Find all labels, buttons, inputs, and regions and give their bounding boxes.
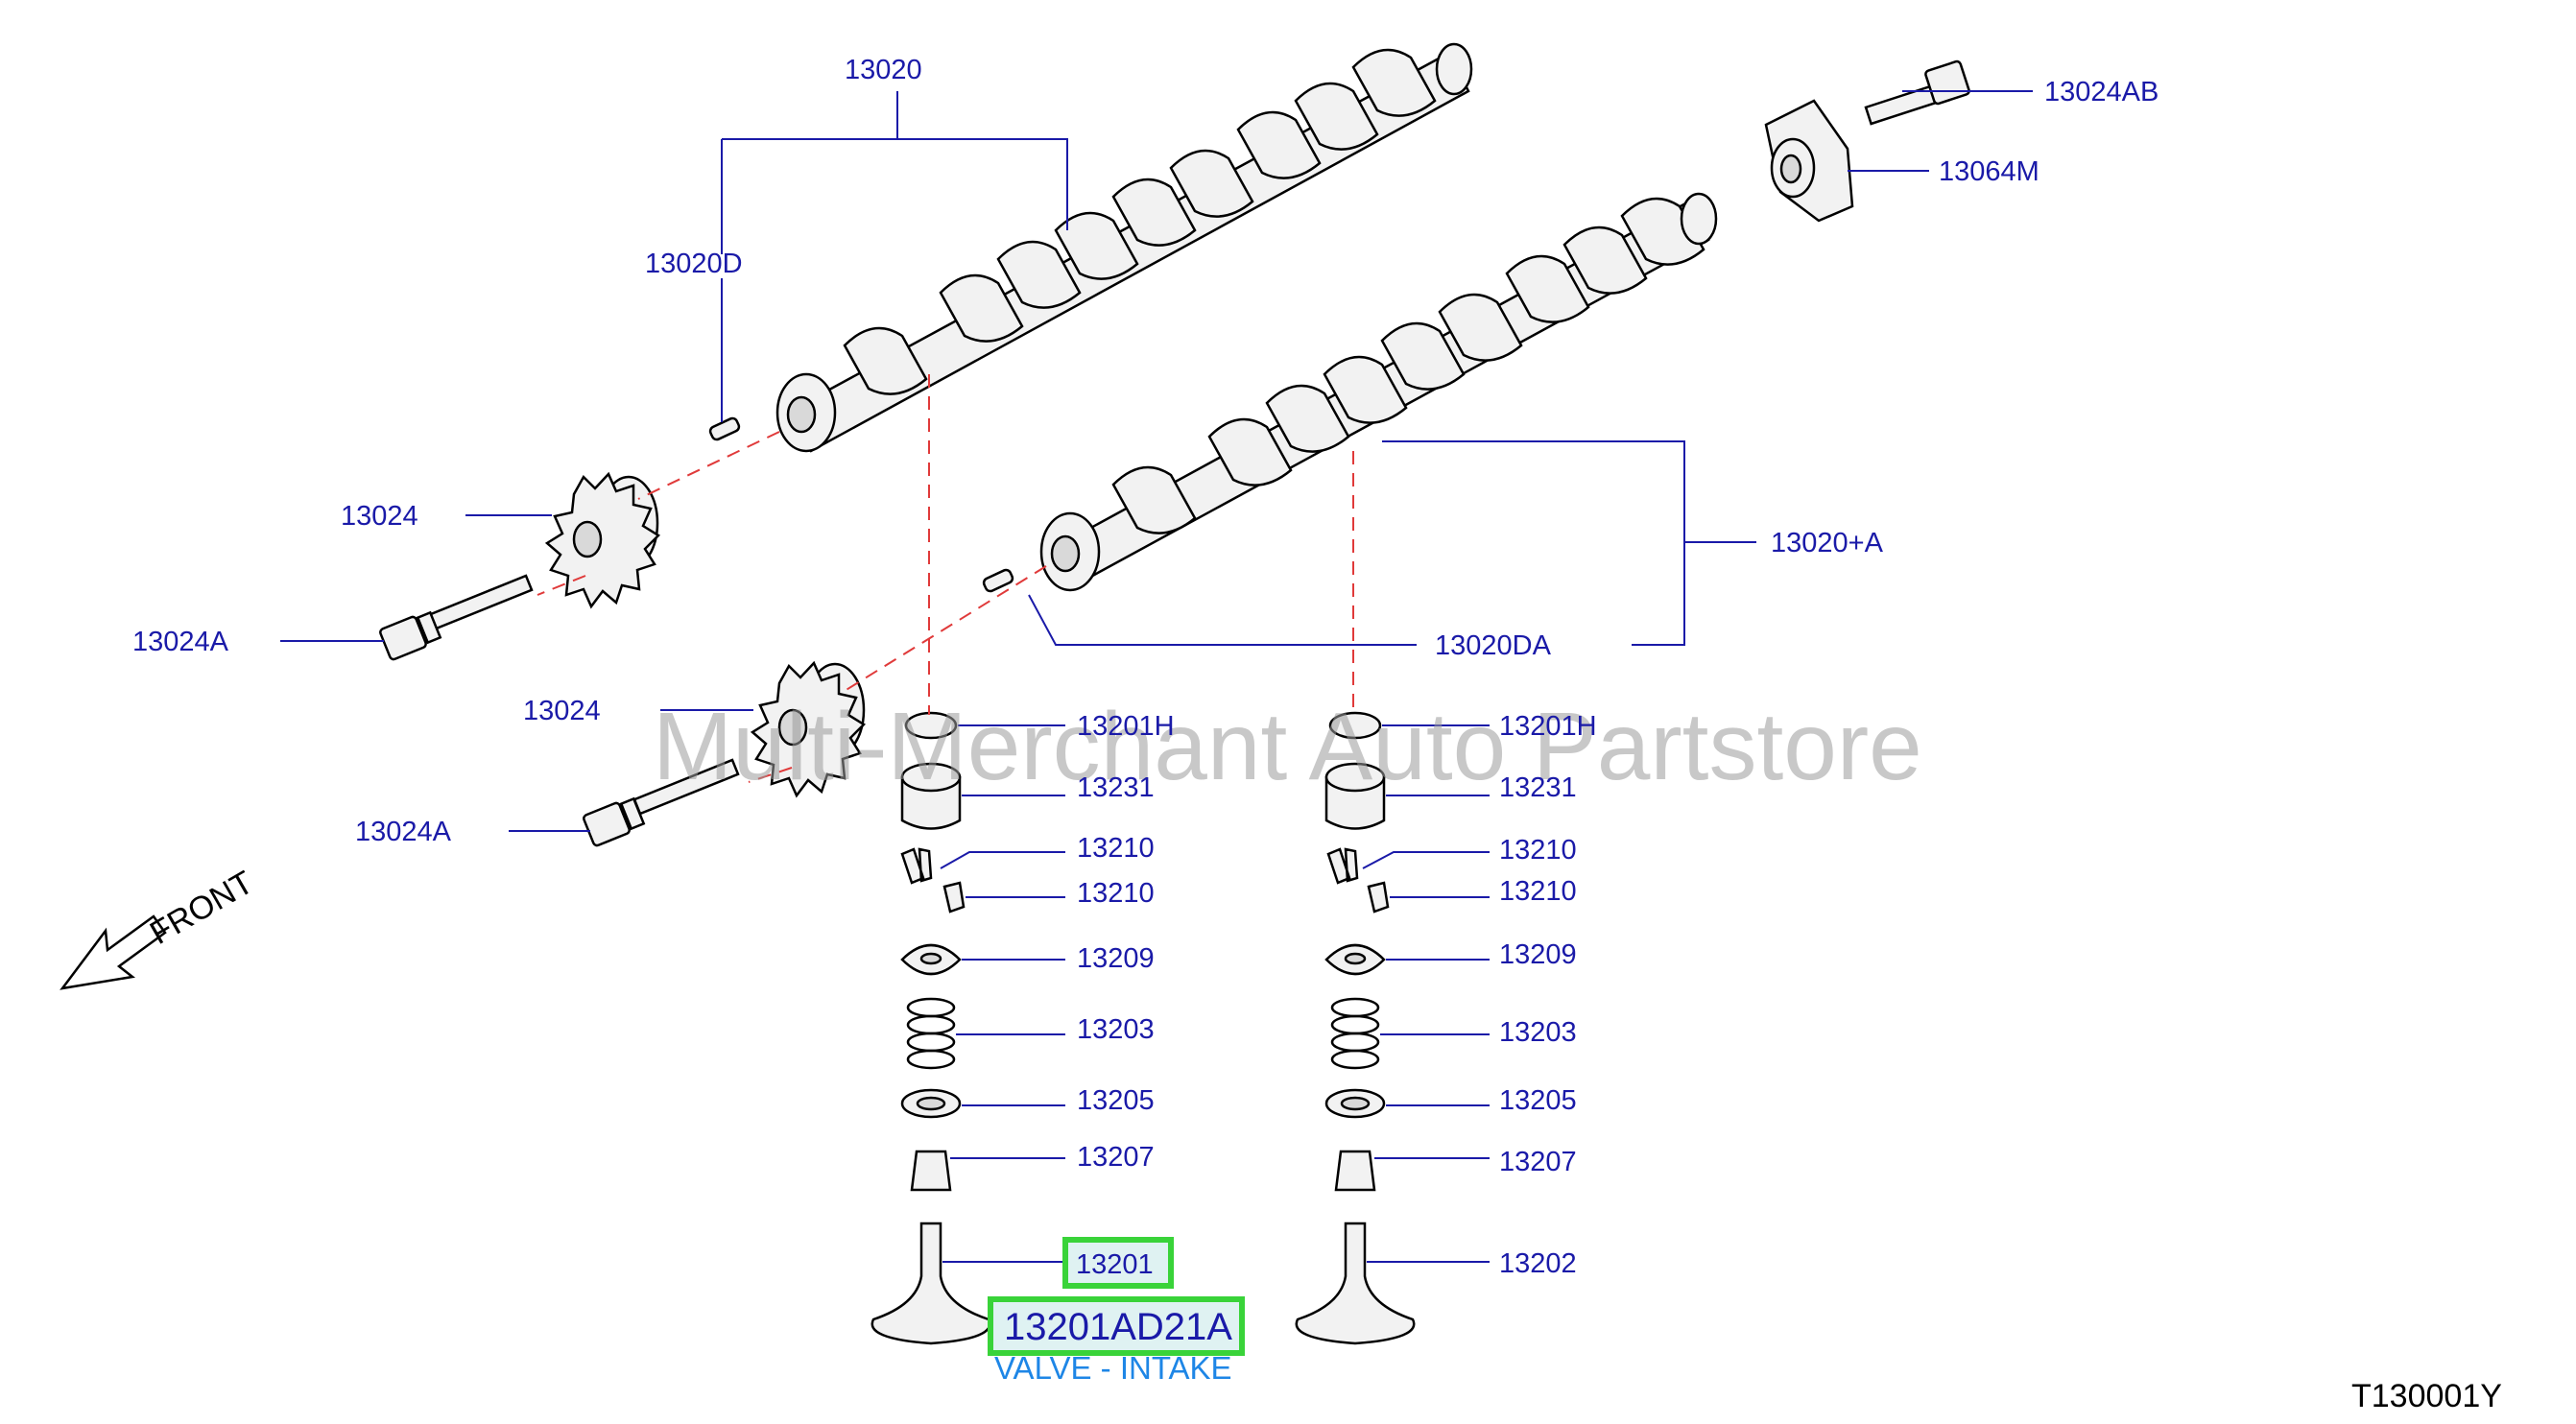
bolt-top-right[interactable] xyxy=(1864,59,1970,126)
label-spring-left[interactable]: 13203 xyxy=(1077,1014,1155,1045)
valve-seal-left[interactable] xyxy=(910,1150,952,1192)
label-shim-left[interactable]: 13201H xyxy=(1077,711,1175,742)
highlight-description: VALVE - INTAKE xyxy=(994,1350,1232,1386)
front-indicator: FRONT xyxy=(60,864,259,990)
dowel-pin-lower[interactable] xyxy=(982,568,1014,593)
label-lifter-right[interactable]: 13231 xyxy=(1499,772,1577,803)
valve-train-right xyxy=(1295,711,1416,1345)
label-plate-right[interactable]: 13064M xyxy=(1939,156,2039,187)
plate-top-right[interactable] xyxy=(1764,99,1854,223)
label-bolt-upper[interactable]: 13024A xyxy=(132,627,229,657)
label-camshaft-upper[interactable]: 13020 xyxy=(845,55,922,85)
label-seal-left[interactable]: 13207 xyxy=(1077,1142,1155,1173)
retainer-left[interactable] xyxy=(900,943,962,976)
spring-seat-right[interactable] xyxy=(1324,1088,1386,1119)
collet-left-b[interactable] xyxy=(942,881,966,914)
bolt-upper[interactable] xyxy=(379,574,534,661)
collet-right-a[interactable] xyxy=(1326,847,1359,885)
cam-sprocket-upper[interactable] xyxy=(544,471,660,609)
label-lifter-left[interactable]: 13231 xyxy=(1077,772,1155,803)
label-valve-left[interactable]: 13201 xyxy=(1076,1249,1154,1280)
label-collet-left-a[interactable]: 13210 xyxy=(1077,833,1155,864)
spring-right[interactable] xyxy=(1330,997,1380,1070)
collet-right-b[interactable] xyxy=(1367,881,1390,914)
label-bolt-lower[interactable]: 13024A xyxy=(355,817,452,847)
camshaft-lower[interactable] xyxy=(1039,192,1718,592)
label-valve-left-box xyxy=(1062,1237,1174,1289)
label-seat-right[interactable]: 13205 xyxy=(1499,1085,1577,1116)
valve-seal-right[interactable] xyxy=(1334,1150,1376,1192)
label-sprocket-lower[interactable]: 13024 xyxy=(523,696,601,726)
valve-left[interactable] xyxy=(871,1222,991,1345)
label-bolt-right[interactable]: 13024AB xyxy=(2044,77,2159,107)
part-labels: 13020 13020D 13024 13024A 13024AB 13064M… xyxy=(132,55,2159,1279)
label-dowel-lower[interactable]: 13020DA xyxy=(1435,630,1552,661)
dowel-pin-upper[interactable] xyxy=(708,416,741,441)
spring-left[interactable] xyxy=(906,997,956,1070)
label-sprocket-upper[interactable]: 13024 xyxy=(341,501,418,532)
label-spring-right[interactable]: 13203 xyxy=(1499,1017,1577,1048)
label-collet-right-a[interactable]: 13210 xyxy=(1499,835,1577,866)
label-seat-left[interactable]: 13205 xyxy=(1077,1085,1155,1116)
highlighted-part[interactable]: 13201 13201AD21A VALVE - INTAKE xyxy=(988,1237,1245,1386)
label-collet-right-b[interactable]: 13210 xyxy=(1499,876,1577,907)
leader-lines xyxy=(280,90,2033,1263)
valve-right[interactable] xyxy=(1295,1222,1416,1345)
retainer-right[interactable] xyxy=(1324,943,1386,976)
shim-left[interactable] xyxy=(904,711,958,740)
valve-train-left xyxy=(871,711,991,1345)
collet-left-a[interactable] xyxy=(900,847,933,885)
camshaft-upper[interactable] xyxy=(775,42,1473,453)
label-camshaft-lower[interactable]: 13020+A xyxy=(1771,528,1884,558)
figure-code: T130001Y xyxy=(2351,1378,2502,1414)
label-valve-right[interactable]: 13202 xyxy=(1499,1248,1577,1279)
lifter-left[interactable] xyxy=(900,762,962,830)
label-shim-right[interactable]: 13201H xyxy=(1499,711,1597,742)
alignment-lines xyxy=(537,374,1354,783)
highlight-part-number[interactable]: 13201AD21A xyxy=(1004,1306,1232,1348)
label-retainer-right[interactable]: 13209 xyxy=(1499,939,1577,970)
spring-seat-left[interactable] xyxy=(900,1088,962,1119)
front-arrow-icon xyxy=(60,914,167,990)
label-retainer-left[interactable]: 13209 xyxy=(1077,943,1155,974)
label-seal-right[interactable]: 13207 xyxy=(1499,1147,1577,1177)
watermark: Multi-Merchant Auto Partstore xyxy=(653,693,1922,800)
shim-right[interactable] xyxy=(1328,711,1382,740)
part-number-box xyxy=(988,1296,1245,1356)
front-label: FRONT xyxy=(144,864,259,951)
label-collet-left-b[interactable]: 13210 xyxy=(1077,878,1155,909)
label-dowel-upper[interactable]: 13020D xyxy=(645,249,743,279)
lifter-right[interactable] xyxy=(1324,762,1386,830)
bolt-lower[interactable] xyxy=(583,758,740,847)
